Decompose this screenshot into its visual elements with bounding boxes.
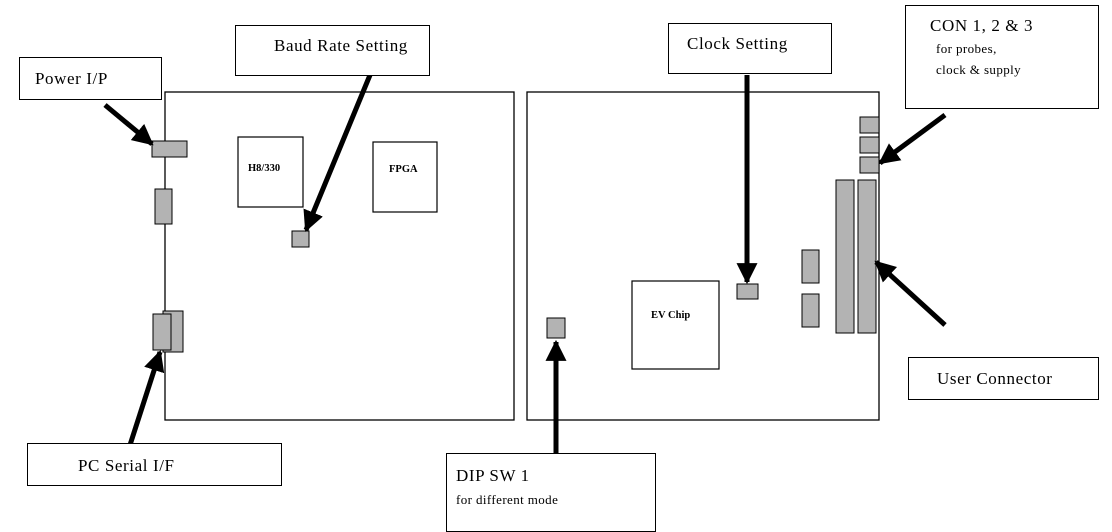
h8-330-chip <box>237 136 304 208</box>
user-connector-callout: User Connector <box>908 357 1099 400</box>
con-1 <box>859 116 880 134</box>
power-input-callout: Power I/P <box>19 57 162 100</box>
baud-rate-label: Baud Rate Setting <box>274 36 408 55</box>
user-connector-label: User Connector <box>937 369 1053 388</box>
dip-switch-callout: DIP SW 1 for different mode <box>446 453 656 532</box>
pc-serial-callout: PC Serial I/F <box>27 443 282 486</box>
dip-switch-label: DIP SW 1 <box>456 466 530 485</box>
power-input-label: Power I/P <box>35 69 108 88</box>
serial-arrow <box>127 350 165 446</box>
con-sub-1: for probes, <box>936 41 997 56</box>
con-callout: CON 1, 2 & 3 for probes, clock & supply <box>905 5 1099 109</box>
pc-serial-label: PC Serial I/F <box>78 456 175 475</box>
fpga-chip <box>372 141 438 213</box>
user-connector-2 <box>857 179 877 334</box>
con-3 <box>859 156 880 174</box>
fpga-chip-label: FPGA <box>389 164 418 175</box>
baud-rate-arrow <box>303 74 373 232</box>
edge-connector <box>154 188 173 225</box>
power-arrow <box>103 103 154 146</box>
con-arrow <box>878 112 947 166</box>
power-connector <box>151 140 188 158</box>
con-2 <box>859 136 880 154</box>
right-board <box>526 91 880 421</box>
left-board <box>164 91 515 421</box>
user-connector-1 <box>835 179 855 334</box>
ev-chip-label: EV Chip <box>651 310 690 321</box>
clock-setting-label: Clock Setting <box>687 34 788 53</box>
header-b <box>801 293 820 328</box>
clock-jumper <box>736 283 759 300</box>
h8-330-chip-label: H8/330 <box>248 163 280 174</box>
con-sub-2: clock & supply <box>936 62 1022 77</box>
baud-rate-callout: Baud Rate Setting <box>235 25 430 76</box>
baud-rate-jumper <box>291 230 310 248</box>
clock-setting-callout: Clock Setting <box>668 23 832 74</box>
dip-switch-sub: for different mode <box>456 492 559 507</box>
con-label: CON 1, 2 & 3 <box>930 16 1034 35</box>
header-a <box>801 249 820 284</box>
dip-switch <box>546 317 566 339</box>
ev-chip <box>631 280 720 370</box>
user-connector-arrow <box>874 260 947 327</box>
serial-connector <box>152 313 172 351</box>
